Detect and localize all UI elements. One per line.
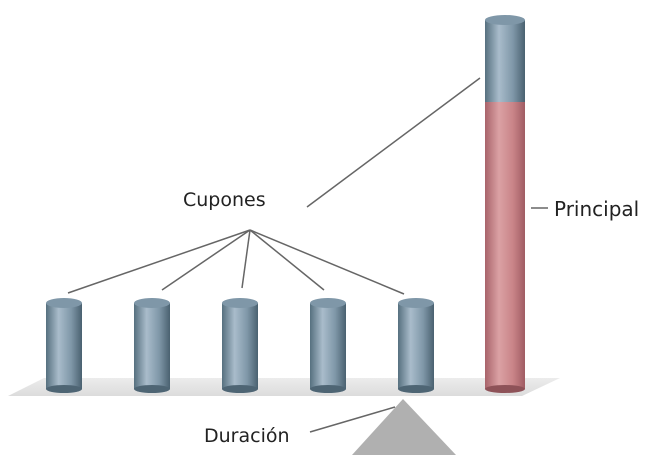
coupon-cylinder-2 [134,298,170,393]
principal-cylinder [485,15,525,393]
coupon-cylinder-4 [310,298,346,393]
duration-leader-line [309,406,396,433]
coupon-cylinder-5 [398,298,434,393]
coupons-label: Cupones [183,189,266,211]
coupon-leader-line-4 [249,229,325,291]
principal-label: Principal [554,197,639,221]
coupon-cylinder-3 [222,298,258,393]
principal-leader-line [306,77,481,208]
balance-plank [8,378,560,396]
fulcrum [352,399,456,455]
coupon-leader-line-1 [67,229,251,294]
coupon-leader-line-5 [249,229,405,295]
coupon-cylinder-1 [46,298,82,393]
coupon-leader-line-2 [161,229,251,291]
coupon-leader-line-3 [241,229,251,289]
duration-label: Duración [204,425,290,447]
